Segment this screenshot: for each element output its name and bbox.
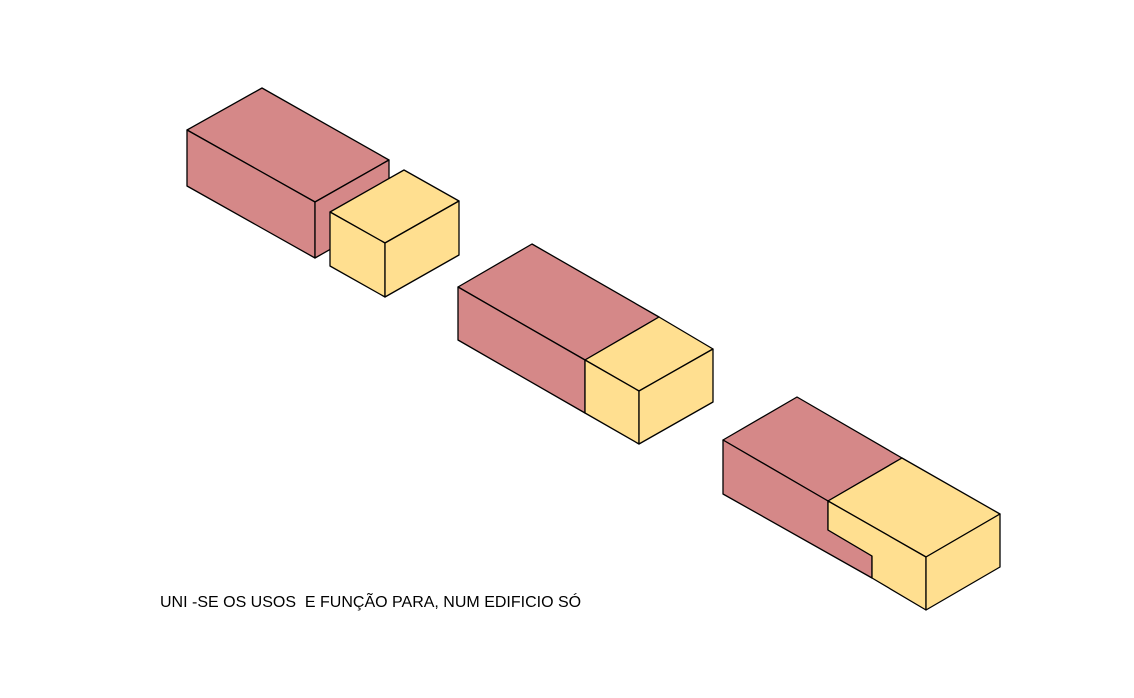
stage-3-single-building	[722, 396, 1001, 611]
stage-1-separated-volumes	[186, 87, 460, 298]
yellow-volume-3	[827, 457, 1001, 611]
yellow-volume-3-side	[925, 513, 1001, 611]
stage-2-joined-volumes	[457, 243, 714, 445]
yellow-volume-1-side	[384, 200, 460, 298]
yellow-volume-1	[329, 169, 460, 298]
yellow-volume-2-side	[638, 348, 714, 445]
diagram-caption: UNI -SE OS USOS E FUNÇÃO PARA, NUM EDIFI…	[160, 594, 582, 611]
yellow-volume-2	[584, 316, 714, 445]
